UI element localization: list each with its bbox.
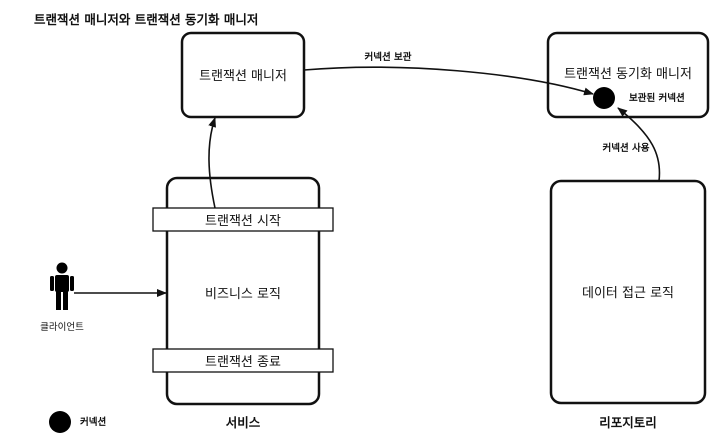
transaction-manager-box <box>180 31 306 119</box>
transaction-manager-node: 트랜잭션 매니저 <box>180 31 306 119</box>
use-connection-label: 커넥션 사용 <box>602 142 649 154</box>
repository-box <box>549 179 707 405</box>
store-connection-label: 커넥션 보관 <box>364 51 411 63</box>
page-title: 트랜잭션 매니저와 트랜잭션 동기화 매니저 <box>34 12 258 27</box>
client-label: 클라이언트 <box>40 321 84 333</box>
business-logic-label: 비즈니스 로직 <box>205 287 281 302</box>
repository-node: 데이터 접근 로직 리포지토리 <box>549 179 707 430</box>
store-connection-arrow <box>303 66 594 96</box>
use-connection-arrow <box>617 107 661 182</box>
legend-connection-label: 커넥션 <box>80 416 106 428</box>
client-actor: 클라이언트 <box>40 262 84 333</box>
data-access-logic-label: 데이터 접근 로직 <box>582 286 674 301</box>
transaction-start-label: 트랜잭션 시작 <box>205 214 281 229</box>
legend: 커넥션 <box>49 411 106 433</box>
person-icon <box>50 262 74 310</box>
transaction-start-bar <box>152 207 334 232</box>
sync-manager-node: 트랜잭션 동기화 매니저 보관된 커넥션 <box>546 31 710 119</box>
stored-connection-icon <box>593 87 615 109</box>
repository-caption: 리포지토리 <box>599 415 657 430</box>
legend-connection-icon <box>49 411 71 433</box>
service-node: 트랜잭션 시작 비즈니스 로직 트랜잭션 종료 서비스 <box>152 176 334 430</box>
stored-connection-label: 보관된 커넥션 <box>629 92 685 104</box>
sync-manager-label: 트랜잭션 동기화 매니저 <box>564 67 692 82</box>
transaction-manager-label: 트랜잭션 매니저 <box>199 69 287 84</box>
service-box <box>165 176 321 406</box>
transaction-end-bar <box>152 348 334 373</box>
service-caption: 서비스 <box>226 415 261 430</box>
start-to-manager-arrow <box>208 117 216 209</box>
transaction-end-label: 트랜잭션 종료 <box>205 355 281 370</box>
